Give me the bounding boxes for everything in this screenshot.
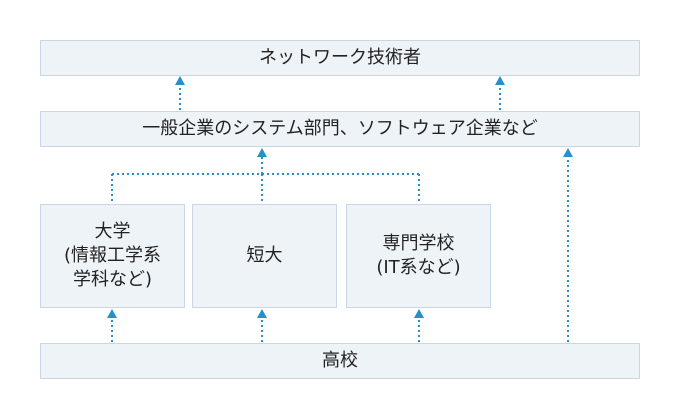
box-vocational-school-line-2: (IT系など) (376, 257, 461, 278)
arrowhead-high-to-vocational (414, 309, 424, 318)
box-companies: 一般企業のシステム部門、ソフトウェア企業など (40, 111, 640, 147)
box-junior-college-label: 短大 (246, 245, 283, 266)
box-network-engineer-label: ネットワーク技術者 (259, 47, 421, 68)
arrowhead-schools-to-middle (257, 148, 267, 157)
box-high-school-label: 高校 (322, 350, 358, 371)
box-companies-label: 一般企業のシステム部門、ソフトウェア企業など (142, 118, 538, 139)
box-vocational-school-line-1: 専門学校 (382, 233, 455, 254)
arrowhead-high-to-junior-college (257, 309, 267, 318)
box-network-engineer: ネットワーク技術者 (40, 40, 640, 76)
box-university-line-3: 学科など) (72, 269, 153, 290)
box-university: 大学 (情報工学系 学科など) (40, 204, 185, 308)
box-university-line-2: (情報工学系 (63, 245, 162, 266)
box-high-school: 高校 (40, 343, 640, 379)
arrowhead-to-top-right (495, 76, 505, 85)
box-university-line-1: 大学 (94, 221, 131, 242)
arrowhead-high-to-university (107, 309, 117, 318)
arrowhead-to-top-left (175, 76, 185, 85)
arrowhead-high-to-companies (563, 148, 573, 157)
box-vocational-school: 専門学校 (IT系など) (346, 204, 491, 308)
box-junior-college: 短大 (192, 204, 337, 308)
